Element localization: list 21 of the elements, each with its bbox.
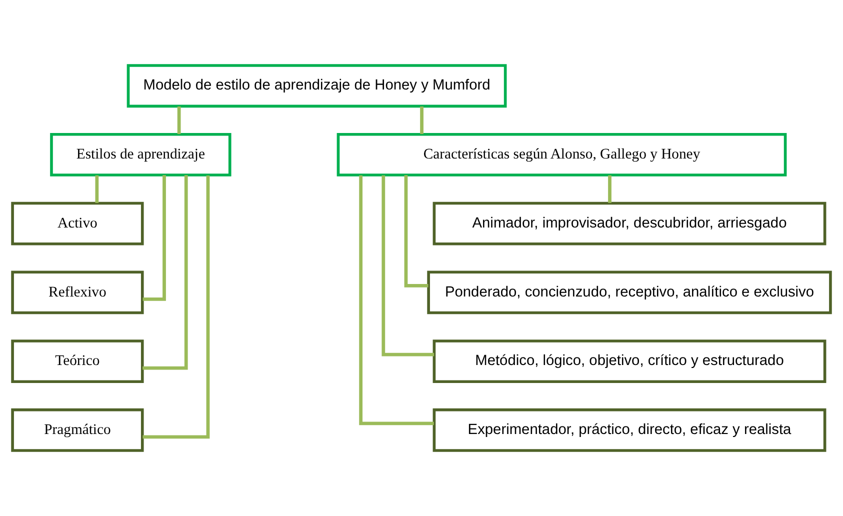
connector xyxy=(95,175,99,203)
node-box: Activo xyxy=(11,202,144,246)
connector xyxy=(608,175,612,203)
node-box: Pragmático xyxy=(11,408,144,452)
connector xyxy=(142,175,166,301)
node-box: Estilos de aprendizaje xyxy=(50,132,232,176)
connector xyxy=(420,106,424,134)
connector xyxy=(359,175,434,426)
node-box: Metódico, lógico, objetivo, crítico y estructurado xyxy=(432,340,826,384)
node-box: Experimentador, práctico, directo, eficaz y realista xyxy=(432,408,826,452)
connector xyxy=(404,175,428,288)
connector xyxy=(142,175,188,370)
node-box: Reflexivo xyxy=(11,270,144,314)
connector xyxy=(142,175,210,439)
connector xyxy=(177,106,181,134)
node-box: Modelo de estilo de aprendizaje de Honey y Mumford xyxy=(126,64,507,108)
node-box: Ponderado, concienzudo, receptivo, analítico e exclusivo xyxy=(427,270,832,314)
node-box: Teórico xyxy=(11,340,144,384)
connector xyxy=(382,175,434,356)
node-box: Características según Alonso, Gallego y Honey xyxy=(336,132,787,176)
node-box: Animador, improvisador, descubridor, arriesgado xyxy=(432,202,826,246)
